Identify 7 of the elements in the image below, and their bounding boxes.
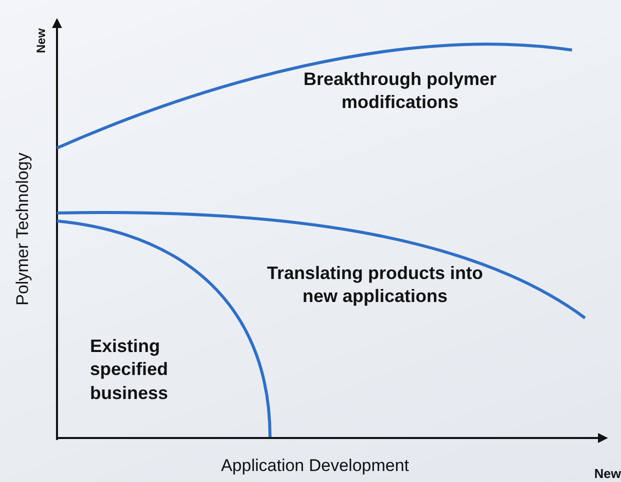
region-label: Existing specified business <box>90 335 170 405</box>
axis-title: Application Development <box>220 455 410 477</box>
region-label: Translating products into new applications <box>266 262 484 308</box>
axis-title: Polymer Technology <box>12 152 33 308</box>
axis-end-label: New <box>593 466 621 482</box>
axis-end-label: New <box>34 27 50 56</box>
region-label: Breakthrough polymer modifications <box>302 68 498 114</box>
